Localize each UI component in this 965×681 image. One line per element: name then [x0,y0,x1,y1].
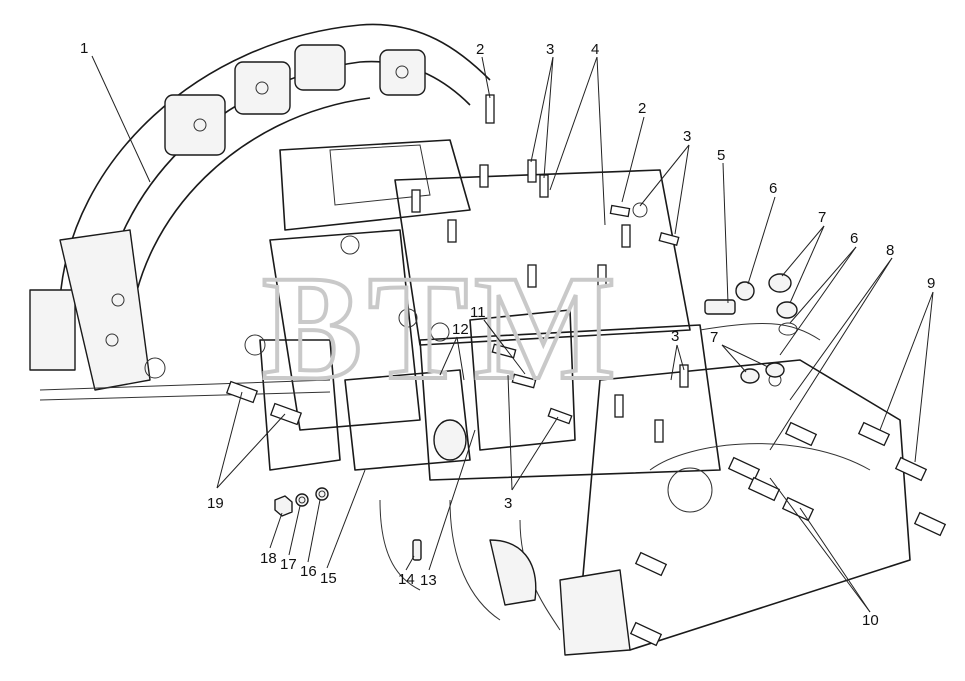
callout-4: 4 [591,41,599,58]
callout-6b: 6 [850,230,858,247]
callout-3c: 3 [671,328,679,345]
gearbox-housing [39,139,911,656]
callout-10: 10 [862,612,879,629]
callout-16: 16 [300,563,317,580]
housing-arc [29,23,491,391]
callout-9: 9 [927,275,935,292]
callout-labels: 1 2 3 4 2 3 5 6 7 6 8 9 11 12 3 7 19 3 1… [80,40,935,629]
callout-17: 17 [280,556,297,573]
callout-8: 8 [886,242,894,259]
callout-2a: 2 [476,41,484,58]
callout-6a: 6 [769,180,777,197]
callout-13: 13 [420,572,437,589]
callout-1: 1 [80,40,88,57]
callout-14: 14 [398,571,415,588]
callout-18: 18 [260,550,277,567]
studs [225,94,947,647]
loose-parts [274,273,798,561]
callout-15: 15 [320,570,337,587]
callout-3a: 3 [546,41,554,58]
leader-lines [91,55,934,613]
watermark: BTM [262,245,622,411]
callout-19: 19 [207,495,224,512]
callout-3d: 3 [504,495,512,512]
callout-3b: 3 [683,128,691,145]
callout-11: 11 [470,304,486,321]
callout-12: 12 [452,321,469,338]
callout-5: 5 [717,147,725,164]
callout-7a: 7 [818,209,826,226]
callout-7b: 7 [710,329,718,346]
callout-2b: 2 [638,100,646,117]
